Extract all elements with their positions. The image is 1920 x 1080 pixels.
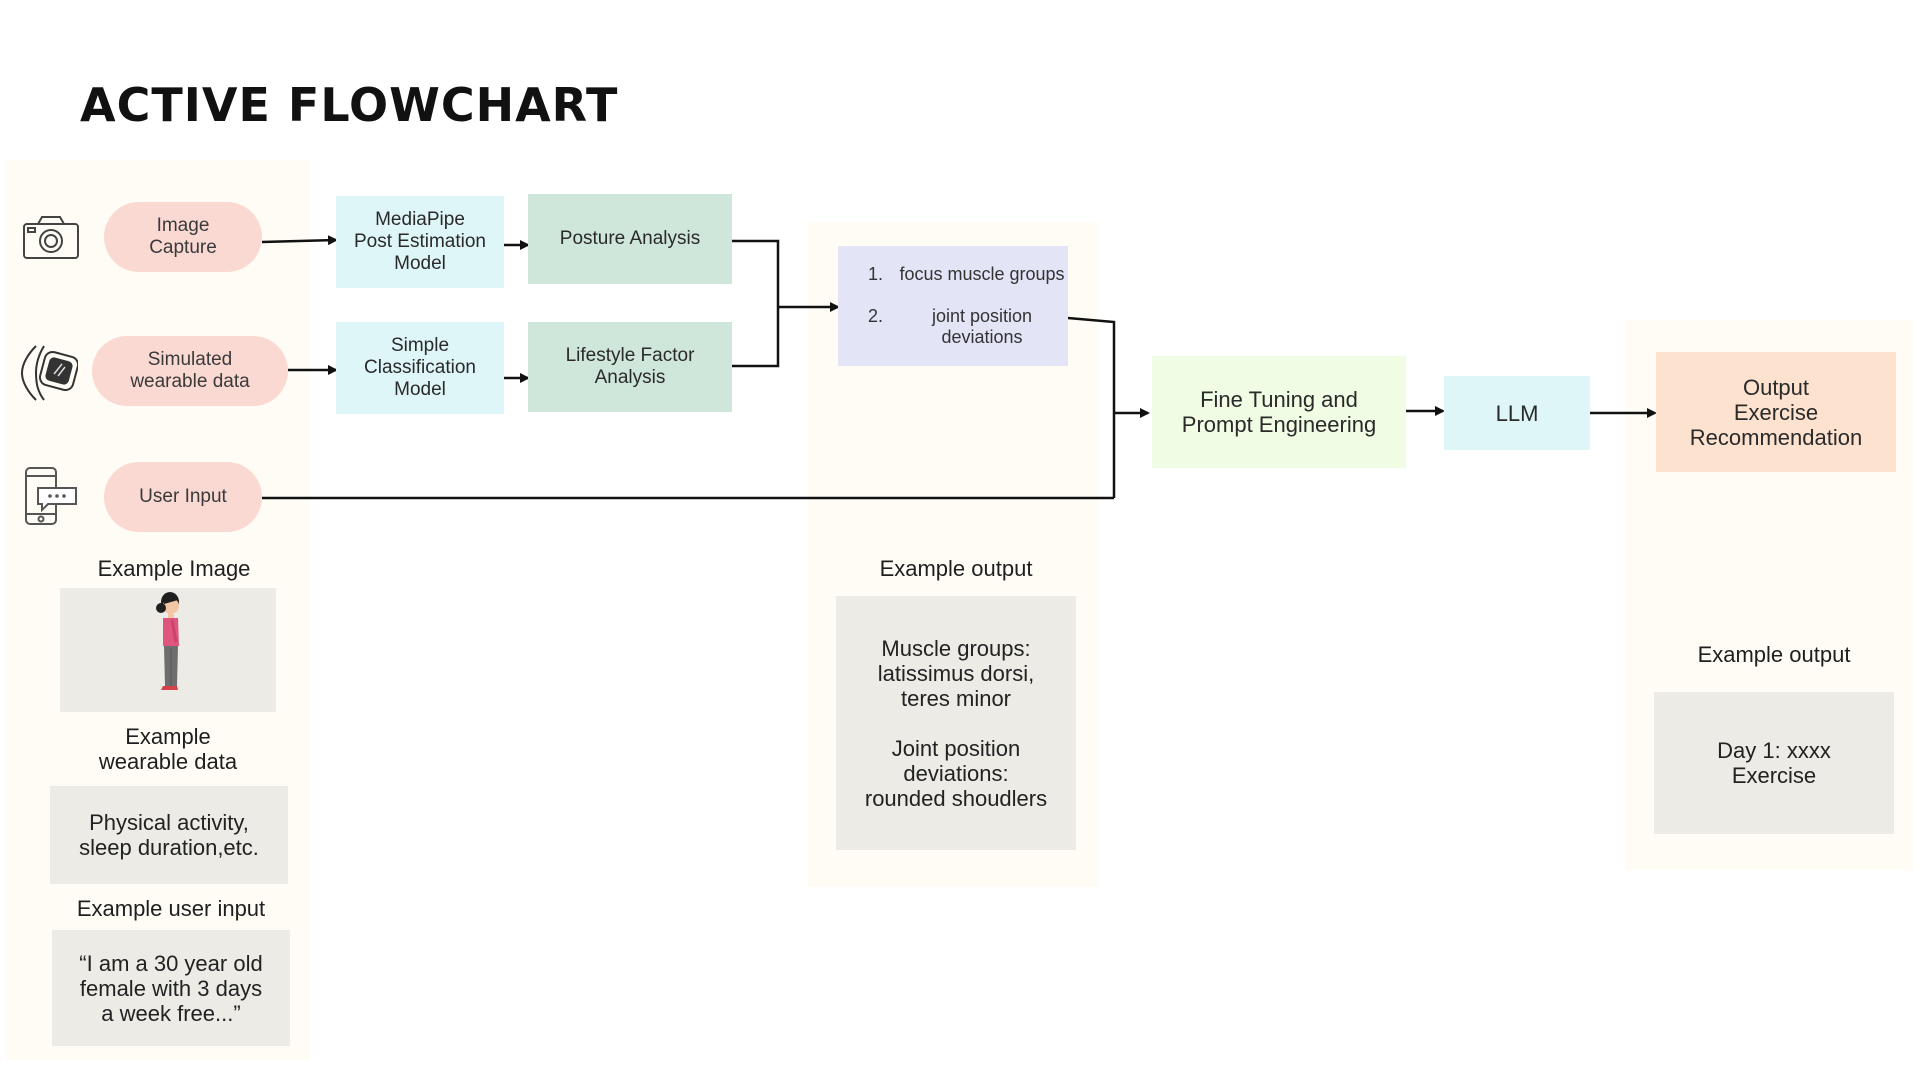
llm-node: LLM <box>1444 376 1590 450</box>
example-user-input-box: “I am a 30 year old female with 3 days a… <box>52 930 290 1046</box>
list-item: joint position deviations <box>888 306 1068 348</box>
smartwatch-icon <box>20 345 78 401</box>
fine-tuning-node: Fine Tuning and Prompt Engineering <box>1152 356 1406 468</box>
example-output-box-middle: Muscle groups: latissimus dorsi, teres m… <box>836 596 1076 850</box>
phone-chat-icon <box>25 467 77 525</box>
wearable-data-node: Simulated wearable data <box>92 336 288 406</box>
standing-woman-illustration <box>156 592 179 690</box>
example-user-input-label: Example user input <box>76 896 266 921</box>
image-capture-node: Image Capture <box>104 202 262 272</box>
list-item: focus muscle groups <box>888 264 1068 285</box>
output-recommendation-node: Output Exercise Recommendation <box>1656 352 1896 472</box>
example-output-label-middle: Example output <box>879 556 1033 581</box>
user-input-node: User Input <box>104 462 262 532</box>
example-image-box <box>60 588 276 712</box>
page-title: ACTIVE FLOWCHART <box>80 78 619 132</box>
example-wearable-label: Example wearable data <box>98 724 238 774</box>
example-output-text-right: Day 1: xxxx Exercise <box>1717 738 1831 788</box>
example-output-text-middle: Muscle groups: latissimus dorsi, teres m… <box>864 635 1048 811</box>
example-output-box-right: Day 1: xxxx Exercise <box>1654 692 1894 834</box>
camera-icon <box>23 216 79 259</box>
lifestyle-analysis-node: Lifestyle Factor Analysis <box>528 322 732 412</box>
analysis-summary-node: focus muscle groups joint position devia… <box>838 246 1068 366</box>
posture-analysis-node: Posture Analysis <box>528 194 732 284</box>
classification-model-node: Simple Classification Model <box>336 322 504 414</box>
example-image-label: Example Image <box>97 556 251 581</box>
example-wearable-box: Physical activity, sleep duration,etc. <box>50 786 288 884</box>
analysis-list: focus muscle groups joint position devia… <box>838 243 1068 369</box>
example-output-label-right: Example output <box>1697 642 1851 667</box>
mediapipe-model-node: MediaPipe Post Estimation Model <box>336 196 504 288</box>
